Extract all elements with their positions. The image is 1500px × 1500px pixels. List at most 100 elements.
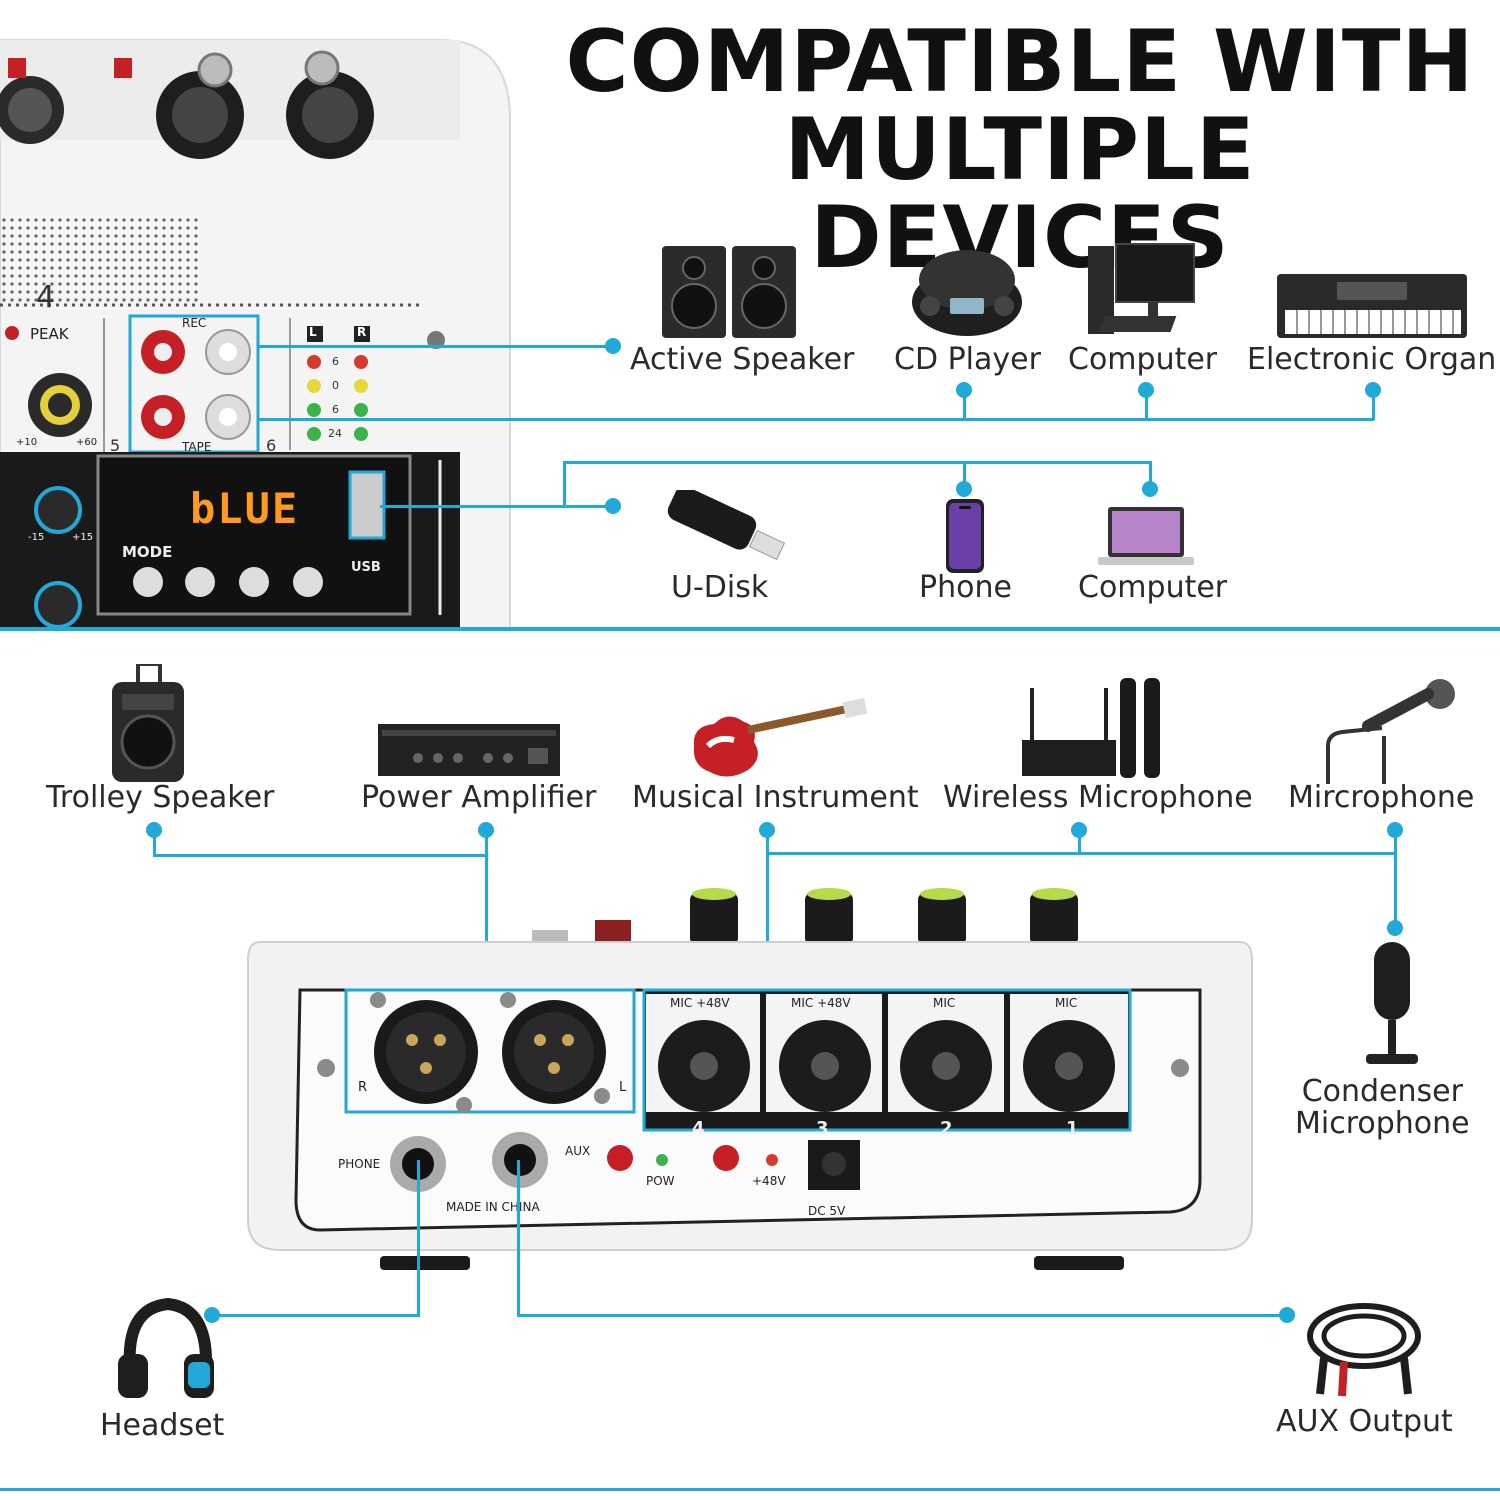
label-computer: Computer (1068, 342, 1218, 377)
speaker-grille (0, 215, 200, 305)
label-wireless-microphone: Wireless Microphone (943, 780, 1253, 815)
label-computer-laptop: Computer (1078, 570, 1228, 605)
connector-line (766, 852, 1396, 855)
input-number-4: 4 (692, 1118, 705, 1139)
connector-dot (1387, 920, 1403, 936)
connector-dot (1279, 1307, 1295, 1323)
gain-max-label: +60 (76, 437, 98, 448)
label-musical-instrument: Musical Instrument (632, 780, 919, 815)
connector-line (212, 1314, 420, 1317)
laptop-icon (1098, 507, 1194, 565)
input-number-1: 1 (1066, 1118, 1079, 1139)
eq-min-label: -15 (28, 532, 45, 543)
connector-line (517, 1160, 520, 1317)
eq-max-label: +15 (72, 532, 94, 543)
label-cd-player: CD Player (894, 342, 1041, 377)
condenser-mic-icon (1366, 942, 1418, 1064)
desktop-computer-icon (1088, 243, 1195, 334)
label-trolley-speaker: Trolley Speaker (46, 780, 275, 815)
label-u-disk: U-Disk (671, 570, 769, 605)
electric-guitar-icon (693, 697, 868, 777)
connector-line (766, 830, 769, 990)
input-number-2: 2 (940, 1118, 953, 1139)
peak-label: PEAK (30, 325, 69, 343)
condenser-line-2: Microphone (1295, 1106, 1470, 1141)
mode-label: MODE (122, 543, 173, 561)
gain-min-label: +10 (16, 437, 38, 448)
label-condenser-microphone: Condenser Microphone (1295, 1076, 1470, 1140)
power-amplifier-icon (378, 724, 560, 776)
input-3-label: MIC +48V (791, 996, 851, 1010)
page-title: COMPATIBLE WITH MULTIPLE DEVICES (560, 18, 1480, 282)
aux-cable-icon (1307, 1303, 1421, 1397)
connector-line (517, 1314, 1287, 1317)
label-microphone: Mircrophone (1288, 780, 1475, 815)
channel-4-label: 4 (36, 280, 56, 315)
label-power-amplifier: Power Amplifier (361, 780, 597, 815)
phone-label: PHONE (338, 1157, 381, 1171)
connector-dot (1142, 481, 1158, 497)
connector-line (258, 418, 1374, 421)
input-4-label: MIC +48V (670, 996, 730, 1010)
connector-dot (956, 382, 972, 398)
label-phone: Phone (919, 570, 1012, 605)
connector-line (380, 505, 613, 508)
usb-label: USB (351, 560, 381, 575)
meter-value-0: 0 (332, 379, 339, 392)
mp3-display: bLUE (190, 484, 300, 533)
headset-icon (118, 1298, 214, 1398)
connector-line (1078, 830, 1081, 854)
meter-value-24: 24 (328, 427, 342, 440)
phantom-label: +48V (752, 1174, 786, 1188)
connector-line (563, 463, 566, 507)
connector-line (963, 390, 966, 420)
connector-line (563, 461, 1152, 464)
bottom-divider (0, 1488, 1500, 1491)
xlr-r-label: R (358, 1080, 368, 1095)
top-knobs (532, 888, 1078, 950)
input-number-3: 3 (816, 1118, 829, 1139)
connector-line (153, 854, 488, 857)
rec-label: REC (182, 316, 207, 330)
meter-l-label: L (309, 325, 317, 339)
microphone-icon (1326, 679, 1455, 784)
connector-line (417, 1160, 420, 1317)
channel-5-label: 5 (110, 436, 121, 455)
mixer-top-closeup (0, 39, 511, 630)
condenser-line-1: Condenser (1301, 1074, 1463, 1109)
tape-label: TAPE (182, 440, 212, 454)
connector-dot (605, 498, 621, 514)
top-xlr-jacks (0, 50, 374, 159)
input-1-label: MIC (1055, 996, 1078, 1010)
connector-line (1149, 461, 1152, 489)
pow-label: POW (646, 1174, 675, 1188)
input-2-label: MIC (933, 996, 956, 1010)
connector-line (1145, 390, 1148, 420)
connector-line (258, 345, 613, 348)
connector-line (1394, 830, 1397, 930)
usb-drive-icon (667, 490, 786, 561)
label-aux-output: AUX Output (1276, 1404, 1453, 1439)
label-electronic-organ: Electronic Organ (1247, 342, 1497, 377)
mixer-back-panel (247, 888, 1253, 1270)
trolley-speaker-icon (112, 664, 184, 782)
connector-dot (1365, 382, 1381, 398)
connector-line (1372, 390, 1375, 420)
connector-line (485, 830, 488, 990)
connector-line (963, 461, 966, 489)
xlr-l-label: L (619, 1080, 627, 1095)
smartphone-icon (946, 499, 984, 573)
speaker-pair-icon (662, 246, 796, 338)
cd-player-icon (912, 250, 1022, 336)
wireless-mic-icon (1022, 678, 1160, 778)
meter-r-label: R (357, 325, 367, 339)
connector-dot (204, 1307, 220, 1323)
connector-dot (956, 481, 972, 497)
channel-6-label: 6 (266, 436, 277, 455)
connector-dot (605, 338, 621, 354)
connector-line (153, 830, 156, 856)
made-in-label: MADE IN CHINA (446, 1200, 540, 1214)
label-headset: Headset (100, 1408, 225, 1443)
meter-value-6: 6 (332, 355, 339, 368)
label-active-speaker: Active Speaker (630, 342, 855, 377)
